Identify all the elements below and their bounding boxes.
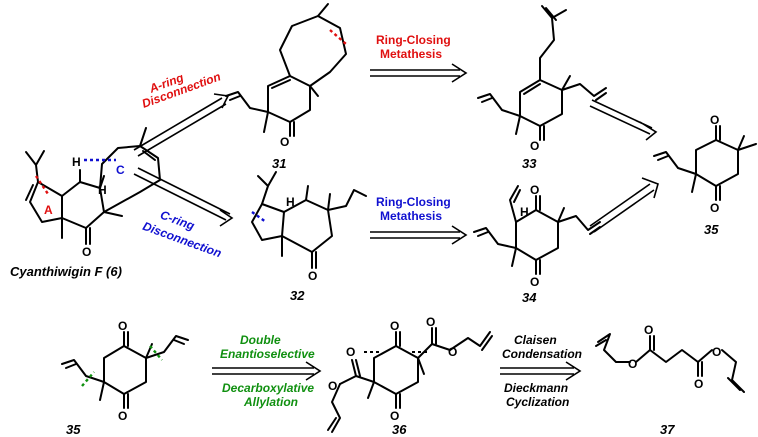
o-atom: O — [644, 323, 653, 337]
allylation-label: Decarboxylative — [222, 381, 314, 395]
o-atom: O — [530, 275, 539, 289]
rcm-bond-mark-31 — [329, 29, 347, 45]
o-atom: O — [448, 345, 457, 359]
rcm-top-label: Ring-Closing — [376, 33, 451, 47]
compound-33-structure — [477, 5, 607, 141]
o-atom: O — [710, 113, 719, 127]
compound-31-structure — [225, 3, 347, 137]
o-atom: O — [530, 139, 539, 153]
o-atom: O — [346, 345, 355, 359]
ring-label-a: A — [44, 203, 53, 217]
arrow-c-ring — [133, 167, 234, 227]
arrow-rcm-top — [370, 63, 468, 83]
a-ring-disconnection-mark — [35, 175, 49, 195]
rcm-bond-mark-32 — [251, 211, 267, 223]
claisen-label: Dieckmann — [504, 381, 568, 395]
o-atom: O — [712, 345, 721, 359]
o-atom: O — [118, 319, 127, 333]
o-atom: O — [390, 409, 399, 423]
compound-35-structure — [653, 125, 757, 201]
o-atom: O — [628, 357, 637, 371]
compound-label-37: 37 — [660, 422, 675, 437]
ring-label-c: C — [116, 163, 125, 177]
compound-36-structure — [327, 327, 493, 433]
compound-32-structure — [251, 171, 367, 269]
o-atom: O — [328, 379, 337, 393]
o-atom: O — [118, 409, 127, 423]
compound-34-structure — [473, 185, 601, 275]
o-atom: O — [308, 269, 317, 283]
compound-label-31: 31 — [272, 156, 286, 171]
allylation-label: Double — [240, 333, 281, 347]
h-atom: H — [98, 183, 107, 197]
o-atom: O — [390, 319, 399, 333]
rcm-bottom-label: Ring-Closing — [376, 195, 451, 209]
h-atom: H — [520, 205, 529, 219]
rcm-bottom-label: Metathesis — [380, 209, 442, 223]
compound-37-structure — [595, 333, 745, 393]
cyanthiwigin-f-structure — [25, 127, 161, 245]
o-atom: O — [426, 315, 435, 329]
compound-label-32: 32 — [290, 288, 305, 303]
h-atom: H — [72, 155, 81, 169]
rcm-top-label: Metathesis — [380, 47, 442, 61]
claisen-label: Claisen — [514, 333, 557, 347]
arrow-claisen-dieckmann — [500, 361, 582, 381]
o-atom: O — [82, 245, 91, 259]
compound-35-bottom-structure — [61, 331, 189, 409]
claisen-label: Condensation — [502, 347, 582, 361]
compound-label-33: 33 — [522, 156, 537, 171]
o-atom: O — [280, 135, 289, 149]
compound-label-35: 35 — [704, 222, 719, 237]
arrow-double-allylation — [212, 361, 322, 381]
compound-label-36: 36 — [392, 422, 407, 437]
allylation-label: Allylation — [243, 395, 298, 409]
arrow-34-to-35 — [589, 177, 659, 233]
o-atom: O — [710, 201, 719, 215]
h-atom: H — [286, 195, 295, 209]
compound-label-34: 34 — [522, 290, 537, 305]
arrow-rcm-bottom — [370, 225, 468, 245]
o-atom: O — [694, 377, 703, 391]
o-atom: O — [530, 183, 539, 197]
compound-label-cyanthiwigin: Cyanthiwigin F (6) — [10, 264, 122, 279]
claisen-label: Cyclization — [506, 395, 569, 409]
compound-label-35-bottom: 35 — [66, 422, 81, 437]
arrow-33-to-35 — [589, 99, 658, 141]
allylation-label: Enantioselective — [220, 347, 315, 361]
